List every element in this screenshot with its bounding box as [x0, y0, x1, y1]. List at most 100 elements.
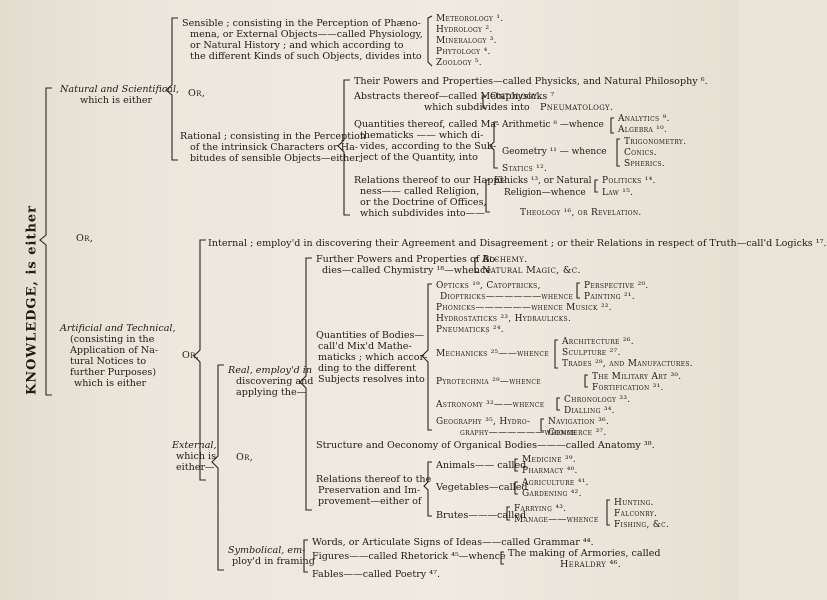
- preservation-l3: provement—either of: [318, 496, 422, 507]
- natural-label-2: which is either: [80, 95, 153, 106]
- conics: Conics.: [624, 148, 658, 158]
- mechanics: Mechanicks ²⁵——whence: [436, 349, 549, 359]
- mineralogy: Mineralogy ³.: [436, 36, 497, 46]
- artificial-l6: which is either: [74, 378, 147, 389]
- gardening: Gardening ⁴².: [522, 489, 582, 499]
- arithmetic: Arithmetic ⁸ —whence: [502, 120, 604, 130]
- sensible-l1: Sensible ; consisting in the Perception …: [182, 18, 421, 29]
- rhetoric-line: Figures——called Rhetorick ⁴⁵—whence: [312, 551, 506, 562]
- natural-magic: Natural Magic, &c.: [482, 265, 581, 276]
- sculpture: Sculpture ²⁷.: [562, 348, 621, 358]
- abstracts-l2: which subdivides into: [424, 102, 530, 113]
- ethics: Ethicks ¹³, or Natural: [494, 176, 592, 186]
- internal-logic: Internal ; employ'd in discovering their…: [208, 238, 827, 249]
- mixed-l2: call'd Mix'd Mathe-: [318, 341, 412, 352]
- chymistry-l2: dies—called Chymistry ¹⁸—whence: [322, 265, 492, 276]
- artificial-l3: Application of Na-: [70, 345, 159, 356]
- physics-line: Their Powers and Properties—called Physi…: [354, 76, 708, 87]
- preservation-l1: Relations thereof to the: [316, 474, 432, 485]
- artificial-l1: Artificial and Technical,: [60, 323, 176, 334]
- poetry-line: Fables——called Poetry ⁴⁷.: [312, 569, 440, 580]
- dioptrics: Dioptricks——————whence: [440, 292, 574, 302]
- trades: Trades ²⁸, and Manufactures.: [562, 359, 693, 369]
- mixed-l3: maticks ; which accor-: [318, 352, 428, 363]
- alchemy: Alchemy.: [482, 254, 528, 265]
- mixed-l4: ding to the different: [318, 363, 417, 374]
- commerce: Commerce ³⁷.: [548, 428, 607, 438]
- natural-or: Or,: [188, 88, 206, 99]
- sensible-l2: mena, or External Objects——called Physio…: [190, 29, 423, 40]
- natural-label: Natural and Scientifical,: [60, 84, 180, 95]
- rational-l2: of the intrinsick Characters or Ha-: [190, 142, 359, 153]
- dialling: Dialling ³⁴.: [564, 406, 615, 416]
- external-l3: either—: [176, 462, 215, 473]
- mixed-l1: Quantities of Bodies—: [316, 330, 425, 341]
- real-l2: discovering and: [236, 376, 314, 387]
- falconry: Falconry.: [614, 509, 658, 519]
- mixed-l5: Subjects resolves into: [318, 374, 425, 385]
- quantities-l1: Quantities thereof, called Ma-: [354, 119, 500, 130]
- fishing: Fishing, &c.: [614, 520, 670, 530]
- hunting: Hunting.: [614, 498, 654, 508]
- pneumatics: Pneumaticks ²⁴.: [436, 325, 504, 335]
- quantities-l4: ject of the Quantity, into: [360, 152, 478, 163]
- heraldry: Heraldry ⁴⁶.: [560, 559, 622, 570]
- symbolical-l2: ploy'd in framing: [232, 556, 315, 567]
- hydrography: graphy——————whence: [460, 428, 577, 438]
- architecture: Architecture ²⁶.: [562, 337, 634, 347]
- sensible-l4: the different Kinds of such Objects, div…: [190, 51, 422, 62]
- manage: Manage——whence: [514, 515, 599, 525]
- trigonometry: Trigonometry.: [624, 137, 687, 147]
- quantities-l2: thematicks —— which di-: [360, 130, 484, 141]
- grammar-line: Words, or Articulate Signs of Ideas——cal…: [312, 537, 594, 548]
- chymistry-l1: Further Powers and Properties of Bo-: [316, 254, 499, 265]
- anatomy-line: Structure and Oeconomy of Organical Bodi…: [316, 440, 655, 451]
- farrying: Farrying ⁴³.: [514, 504, 567, 514]
- sensible-l3: or Natural History ; and which according…: [190, 40, 404, 51]
- artificial-l4: tural Notices to: [70, 356, 147, 367]
- zoology: Zoology ⁵.: [436, 58, 482, 68]
- relations-l2: ness—— called Religion,: [360, 186, 480, 197]
- real-l1: Real, employ'd in: [228, 365, 313, 376]
- theology: Theology ¹⁶, or Revelation.: [520, 208, 642, 218]
- relations-l1: Relations thereof to our Happi-: [354, 175, 506, 186]
- external-or: Or,: [236, 452, 254, 463]
- phonics: Phonicks——————whence Musick ²².: [436, 303, 612, 313]
- pneumatology: Pneumatology.: [540, 102, 614, 113]
- artificial-or: Or,: [182, 350, 200, 361]
- root-or: Or,: [76, 233, 94, 244]
- root-title-text: KNOWLEDGE, is either: [24, 204, 40, 396]
- statics: Statics ¹².: [502, 164, 548, 174]
- armories-l1: The making of Armories, called: [508, 548, 661, 559]
- politics: Politicks ¹⁴.: [602, 176, 656, 186]
- medicine: Medicine ³⁹.: [522, 455, 576, 465]
- chronology: Chronology ³³.: [564, 395, 631, 405]
- relations-l4: which subdivides into——: [360, 208, 485, 219]
- algebra: Algebra ¹⁰.: [618, 125, 668, 135]
- brutes: Brutes———called: [436, 510, 527, 521]
- pharmacy: Pharmacy ⁴⁰.: [522, 466, 578, 476]
- hydrostatics: Hydrostaticks ²³, Hydraulicks.: [436, 314, 572, 324]
- rational-l1: Rational ; consisting in the Perception: [180, 131, 367, 142]
- external-l1: External,: [172, 440, 217, 451]
- spherics: Spherics.: [624, 159, 665, 169]
- optics: Opticks ¹⁹, Catoptricks,: [436, 281, 541, 291]
- painting: Painting ²¹.: [584, 292, 635, 302]
- vegetables: Vegetables—called: [436, 482, 528, 493]
- agriculture: Agriculture ⁴¹.: [522, 478, 589, 488]
- preservation-l2: Preservation and Im-: [318, 485, 421, 496]
- meteorology: Meteorology ¹.: [436, 14, 504, 24]
- artificial-l2: (consisting in the: [70, 334, 155, 345]
- religion: Religion—whence: [504, 188, 586, 198]
- ontology: Ontology.: [490, 91, 541, 102]
- phytology: Phytology ⁴.: [436, 47, 491, 57]
- perspective: Perspective ²⁰.: [584, 281, 649, 291]
- geography: Geography ³⁵, Hydro-: [436, 417, 531, 427]
- rational-l3: bitudes of sensible Objects—either: [190, 153, 360, 164]
- law: Law ¹⁵.: [602, 188, 634, 198]
- geometry: Geometry ¹¹ — whence: [502, 147, 607, 157]
- animals: Animals—— called: [436, 460, 527, 471]
- quantities-l3: vides, according to the Sub-: [360, 141, 497, 152]
- fortification: Fortification ³¹.: [592, 383, 664, 393]
